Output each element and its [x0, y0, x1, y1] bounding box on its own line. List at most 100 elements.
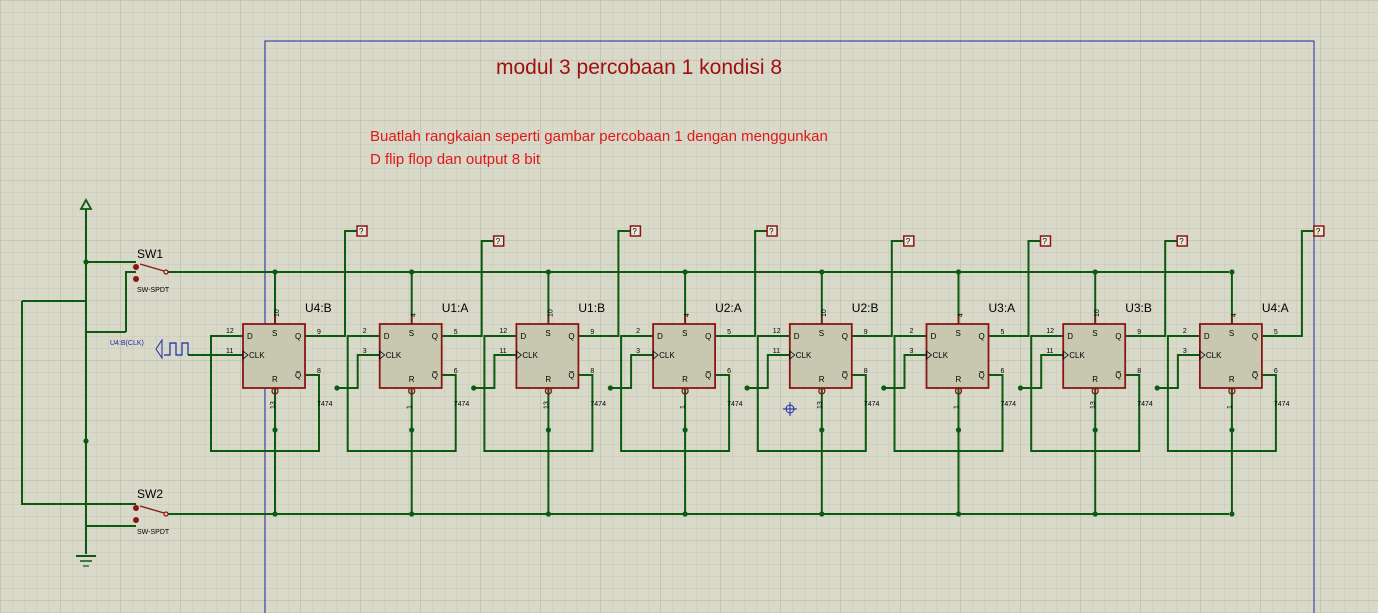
clk-edge-icon: [652, 350, 659, 360]
pin-qn-name: Q̅: [432, 371, 438, 380]
pin-num-d: 2: [910, 328, 914, 335]
pin-num-q: 9: [1137, 329, 1141, 336]
pin-qn-name: Q̅: [1115, 371, 1121, 380]
pin-num-r: 1: [954, 405, 961, 409]
pin-s-name: S: [956, 329, 961, 338]
sw1-label: SW1: [137, 247, 163, 261]
junction-dot: [819, 269, 825, 275]
wire-feedback-3: [620, 335, 731, 452]
switch-sw1[interactable]: SW1 SW-SPDT: [133, 247, 170, 294]
ff-part: 7474: [317, 401, 333, 408]
pin-num-d: 12: [226, 328, 234, 335]
wire-feedback-2: [483, 335, 594, 452]
junction-dot: [819, 427, 825, 433]
wire-feedback-7: [1166, 335, 1277, 452]
junction-dot: [1154, 385, 1160, 391]
sw1-type: SW-SPDT: [137, 287, 170, 294]
junction-dot: [1229, 269, 1235, 275]
pin-r-bubble: [1091, 387, 1099, 395]
junction-dot: [955, 269, 962, 275]
junction-dot: [409, 427, 415, 433]
pin-num-qn: 8: [317, 368, 321, 375]
pin-num-r: 1: [1227, 405, 1234, 409]
pin-num-qn: 6: [1001, 368, 1005, 375]
wire-feedback-1: [346, 335, 457, 452]
pin-num-qn: 8: [590, 368, 594, 375]
pin-r-name: R: [956, 375, 962, 384]
pin-num-d: 2: [363, 328, 367, 335]
probe-symbol: ?: [496, 237, 501, 246]
pin-r-name: R: [272, 375, 278, 384]
junction-dot: [1092, 511, 1098, 517]
pin-r-bubble: [408, 387, 416, 395]
pin-r-name: R: [819, 375, 825, 384]
pin-d-name: D: [1067, 332, 1073, 341]
pin-num-qn: 6: [454, 368, 458, 375]
pin-qn-name: Q̅: [705, 371, 711, 380]
pin-num-clk: 3: [910, 348, 914, 355]
pin-num-d: 12: [1046, 328, 1054, 335]
pin-num-clk: 11: [1046, 348, 1053, 355]
junction-dot: [744, 385, 750, 391]
pin-q-name: Q: [842, 332, 848, 341]
junction-dot: [409, 511, 415, 517]
logic-probe: [629, 225, 642, 237]
junction-dot: [682, 269, 688, 275]
pin-r-name: R: [409, 375, 415, 384]
ff-part: 7474: [1137, 401, 1153, 408]
ff-label: U1:A: [442, 301, 469, 315]
wire-q-2: [578, 230, 631, 337]
pin-d-name: D: [520, 332, 526, 341]
junction-dot: [955, 427, 962, 433]
junction-dot: [955, 511, 962, 517]
wire-feedback-0: [210, 335, 320, 452]
pin-num-qn: 8: [864, 368, 868, 375]
logic-probe: [766, 225, 778, 237]
clock-generator[interactable]: U4:B(CLK): [110, 338, 189, 360]
clk-edge-icon: [516, 350, 523, 360]
pin-r-name: R: [682, 375, 688, 384]
pin-q-name: Q: [432, 332, 438, 341]
junction-dot: [272, 269, 278, 275]
pin-s-name: S: [409, 329, 414, 338]
pin-qn-name: Q̅: [842, 371, 848, 380]
wire-q-4: [851, 240, 904, 337]
pin-s-name: S: [1229, 329, 1234, 338]
switch-sw2[interactable]: SW2 SW-SPDT: [133, 487, 170, 536]
pin-q-name: Q: [1252, 332, 1258, 341]
sw2-type: SW-SPDT: [137, 529, 170, 536]
logic-probe: [492, 235, 505, 247]
junction-dot: [545, 427, 552, 433]
probe-symbol: ?: [1043, 237, 1048, 246]
pin-num-qn: 6: [727, 368, 731, 375]
pin-qn-name: Q̅: [979, 371, 985, 380]
pin-num-clk: 3: [636, 348, 640, 355]
ff-part: 7474: [590, 401, 606, 408]
junction-dot: [881, 385, 887, 391]
ff-label: U4:B: [305, 301, 332, 315]
ff-label: U2:A: [715, 301, 742, 315]
wire-q-1: [441, 240, 494, 337]
pin-s-name: S: [545, 329, 550, 338]
probe-symbol: ?: [1316, 227, 1321, 236]
logic-probe: [1039, 235, 1052, 247]
pin-num-q: 5: [454, 329, 458, 336]
pin-r-name: R: [1092, 375, 1098, 384]
pin-q-name: Q: [979, 332, 985, 341]
pin-num-s: 4: [411, 313, 418, 317]
pin-num-clk: 11: [226, 348, 233, 355]
pin-r-name: R: [1229, 375, 1235, 384]
pin-r-bubble: [681, 387, 689, 395]
pin-r-bubble: [1228, 387, 1236, 395]
logic-probe: [1313, 225, 1325, 237]
pin-d-name: D: [931, 332, 937, 341]
wire-feedback-4: [756, 335, 867, 452]
junction-dot: [682, 427, 688, 433]
power-terminal: [79, 198, 93, 262]
pin-num-s: 10: [547, 309, 554, 317]
pin-q-name: Q: [295, 332, 301, 341]
junction-dot: [409, 269, 415, 275]
sw1-terminal-top: [133, 264, 139, 270]
